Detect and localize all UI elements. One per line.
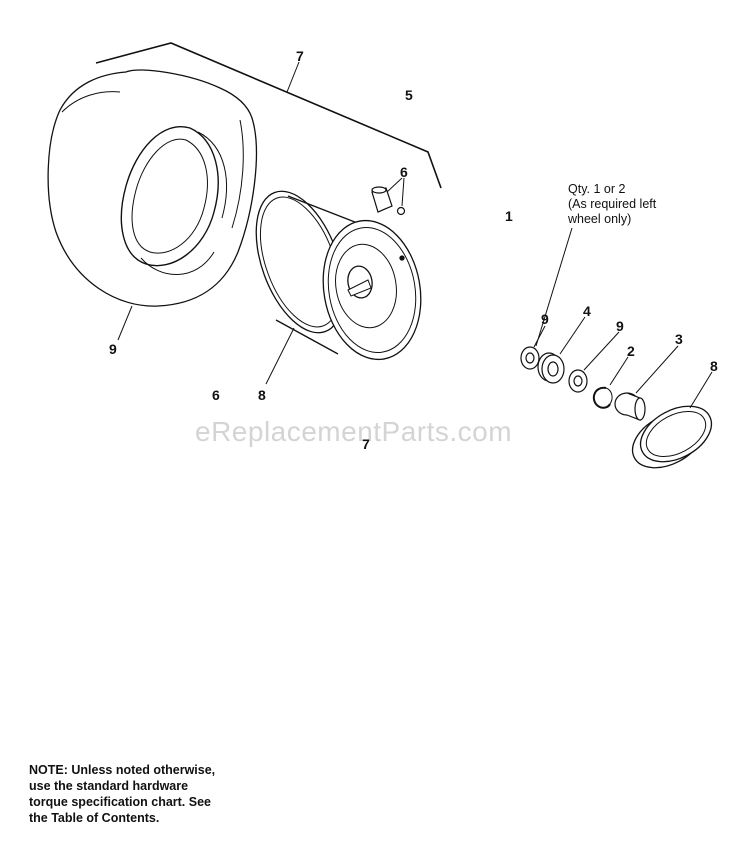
leader-qty xyxy=(535,227,573,347)
torque-note: NOTE: Unless noted otherwise, use the st… xyxy=(29,762,269,826)
cap-3 xyxy=(614,392,646,421)
callout-9-tire: 9 xyxy=(109,341,117,357)
qty-note-line-3: wheel only) xyxy=(567,212,631,226)
callout-2: 2 xyxy=(627,343,635,359)
note-line-2: use the standard hardware xyxy=(29,779,189,793)
leader-9a xyxy=(533,325,546,348)
leader-6b xyxy=(401,177,405,207)
leader-6a xyxy=(386,177,403,193)
callout-6-bottom: 6 xyxy=(212,387,220,403)
leader-8-hubcap xyxy=(689,371,713,409)
washer-9-a xyxy=(520,346,540,370)
wheel-rim xyxy=(255,190,422,361)
leader-4 xyxy=(559,316,586,355)
retaining-clip-2 xyxy=(592,386,613,409)
assembly-bracket xyxy=(95,42,442,189)
callout-6-top: 6 xyxy=(400,164,408,180)
watermark: eReplacementParts.com xyxy=(195,416,512,447)
callout-5: 5 xyxy=(405,87,413,103)
bearing-4 xyxy=(537,352,565,384)
callout-8-rim: 8 xyxy=(258,387,266,403)
valve-stem xyxy=(371,186,406,216)
callout-4: 4 xyxy=(583,303,591,319)
callout-9-washer-a: 9 xyxy=(541,311,549,327)
tire xyxy=(47,69,258,307)
leader-9-tire xyxy=(117,305,133,341)
callout-7-bottom: 7 xyxy=(362,436,370,452)
qty-note-line-1: Qty. 1 or 2 xyxy=(568,182,625,196)
callout-8-hubcap: 8 xyxy=(710,358,718,374)
leader-8-rim xyxy=(265,327,295,385)
callout-7-top: 7 xyxy=(296,48,304,64)
callout-3: 3 xyxy=(675,331,683,347)
hubcap-8 xyxy=(631,405,713,469)
washer-9-b xyxy=(568,369,588,393)
note-line-1: NOTE: Unless noted otherwise, xyxy=(29,763,216,777)
leader-9b xyxy=(583,331,620,371)
note-line-4: the Table of Contents. xyxy=(29,811,160,825)
leader-7-top xyxy=(286,61,300,93)
callout-9-washer-b: 9 xyxy=(616,318,624,334)
leader-2 xyxy=(609,356,629,386)
qty-note-line-2: (As required left xyxy=(568,197,657,211)
note-line-3: torque specification chart. See xyxy=(29,795,211,809)
callout-1: 1 xyxy=(505,208,513,224)
leader-3 xyxy=(635,345,679,394)
